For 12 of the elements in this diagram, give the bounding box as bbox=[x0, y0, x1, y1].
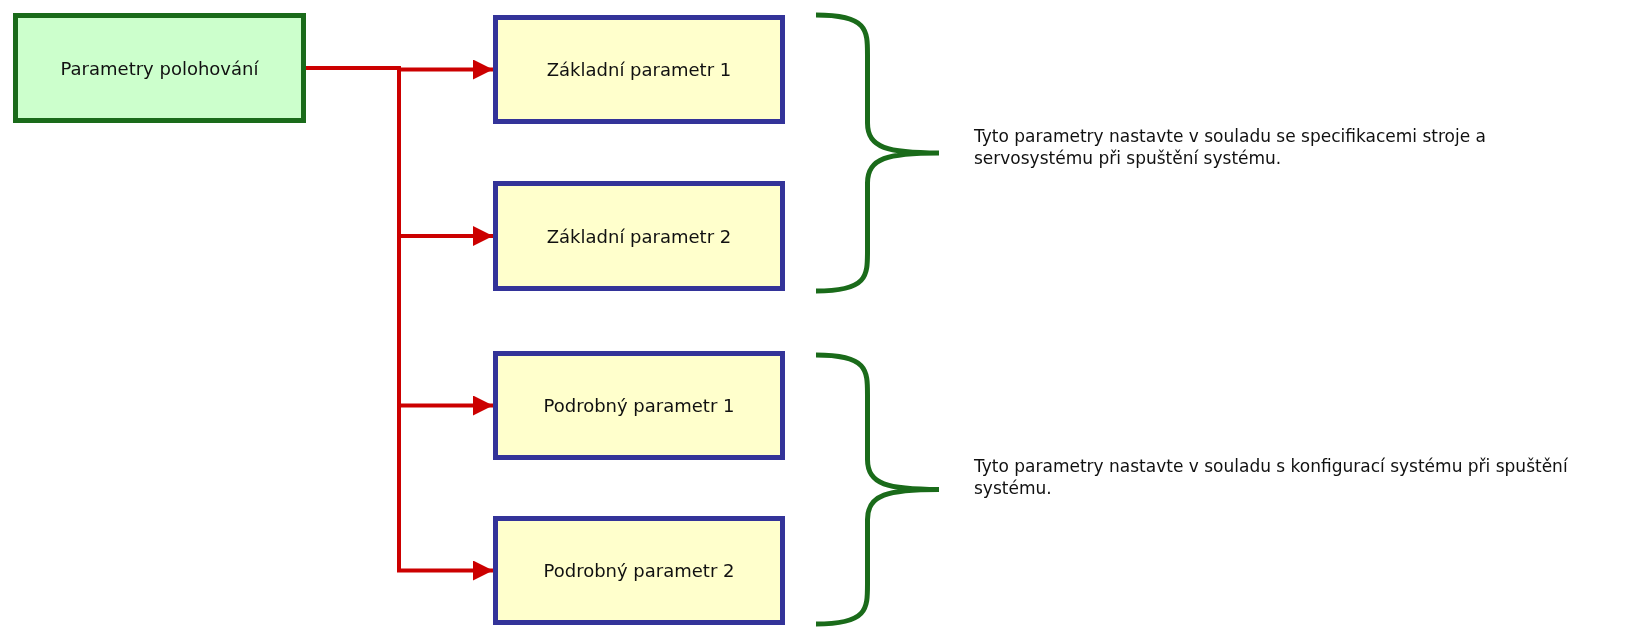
parameter-box bbox=[493, 181, 785, 291]
root-box bbox=[13, 13, 306, 123]
box-label: Parametry polohování bbox=[60, 57, 259, 79]
box-label: Základní parametr 1 bbox=[546, 59, 732, 80]
parameter-box bbox=[493, 15, 785, 124]
note-text: Tyto parametry nastavte v souladu se specifikacemi stroje a servosystému při spuštění systému. bbox=[974, 125, 1487, 170]
note-text: Tyto parametry nastavte v souladu s konfigurací systému při spuštění systému. bbox=[974, 455, 1569, 500]
box-label: Základní parametr 2 bbox=[546, 225, 732, 247]
box-label: Podrobný parametr 2 bbox=[543, 560, 735, 581]
parameter-box bbox=[493, 351, 785, 460]
parameter-box bbox=[493, 516, 785, 625]
box-label: Podrobný parametr 1 bbox=[543, 395, 735, 416]
